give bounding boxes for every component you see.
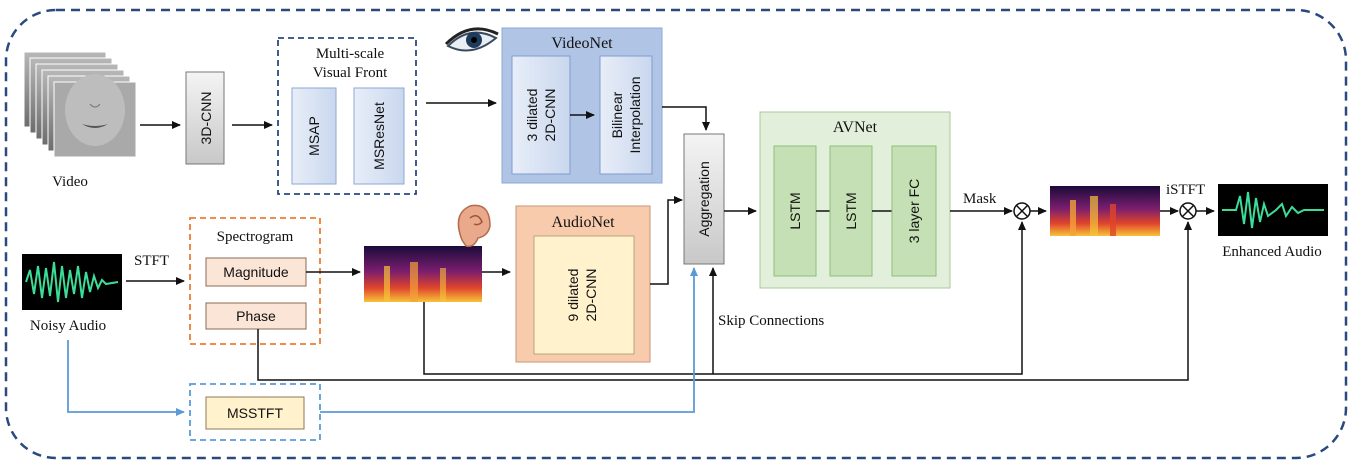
cnn3d-block	[185, 71, 225, 165]
msap-block	[291, 87, 337, 185]
msvf-title-line2: Visual Front	[313, 65, 388, 81]
multiply-node-2	[1179, 202, 1197, 220]
skip-connections-label: Skip Connections	[718, 313, 824, 329]
audionet-cnn-line2: 2D-CNN	[583, 269, 599, 322]
enhanced-audio-label: Enhanced Audio	[1222, 244, 1322, 260]
lstm2-label: LSTM	[843, 192, 859, 229]
lstm1-label: LSTM	[787, 192, 803, 229]
videonet-cnn-line1: 3 dilated	[524, 89, 540, 142]
msstft-label: MSSTFT	[227, 405, 283, 421]
enhanced-spectrogram-image	[1050, 186, 1160, 236]
spectrogram-title: Spectrogram	[217, 229, 294, 245]
noisy-audio-label: Noisy Audio	[30, 318, 106, 334]
aggregation-block	[683, 133, 725, 265]
lstm1-block	[773, 145, 817, 277]
magnitude-block	[205, 257, 307, 287]
enhanced-audio-waveform-image	[1218, 184, 1328, 236]
arrow-noisy-to-msstft	[67, 340, 185, 416]
eye-icon	[444, 27, 499, 52]
interp-line1: Bilinear	[609, 91, 625, 138]
bilinear-interpolation-block	[599, 55, 653, 175]
aggregation-label: Aggregation	[696, 161, 712, 237]
cnn3d-label: 3D-CNN	[198, 92, 214, 145]
msresnet-label: MSResNet	[371, 102, 387, 170]
msvf-title-line1: Multi-scale	[316, 46, 385, 62]
fc-label: 3 layer FC	[906, 179, 922, 244]
videonet-dilated-cnn-block	[511, 55, 571, 175]
skip-magnitude-to-multiply1	[423, 221, 1026, 375]
msresnet-block	[353, 87, 405, 185]
msstft-block	[205, 396, 305, 430]
interp-line2: Interpolation	[627, 76, 643, 153]
istft-label: iSTFT	[1166, 182, 1205, 198]
ear-icon	[457, 204, 491, 248]
noisy-spectrogram-image	[364, 246, 482, 302]
lstm2-block	[829, 145, 873, 277]
stft-label: STFT	[134, 253, 169, 269]
arrow-msstft-to-aggregation	[320, 267, 698, 413]
arrow-videonet-to-aggregation	[662, 106, 710, 131]
mask-label: Mask	[963, 191, 997, 207]
video-frames-image	[23, 51, 137, 158]
magnitude-label: Magnitude	[223, 264, 289, 280]
skip-phase-to-multiply2	[257, 221, 1192, 381]
multiscale-visual-front-group	[277, 37, 417, 195]
spectrogram-group	[189, 217, 321, 345]
video-label: Video	[52, 174, 88, 190]
msstft-group	[189, 383, 321, 441]
fc-block	[891, 145, 937, 277]
multiply-node-1	[1013, 202, 1031, 220]
audionet-title: AudioNet	[551, 214, 615, 231]
msap-label: MSAP	[306, 116, 322, 156]
phase-block	[205, 302, 307, 330]
outer-frame	[4, 8, 1348, 460]
audionet-dilated-cnn-block	[533, 235, 635, 355]
avnet-title: AVNet	[833, 119, 878, 136]
videonet-title: VideoNet	[551, 35, 613, 52]
videonet-cnn-line2: 2D-CNN	[542, 89, 558, 142]
audionet-cnn-line1: 9 dilated	[565, 269, 581, 322]
noisy-audio-waveform-image	[22, 254, 122, 310]
arrow-audionet-to-aggregation	[650, 196, 683, 285]
phase-label: Phase	[236, 308, 276, 324]
